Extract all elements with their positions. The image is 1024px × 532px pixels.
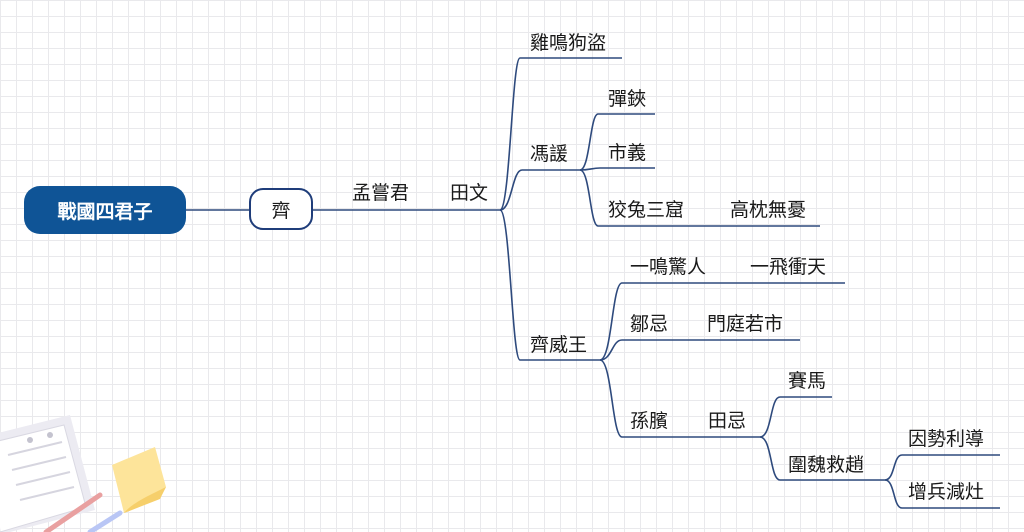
edge-person-c (499, 209, 600, 361)
node-c3-a[interactable]: 孫臏 (630, 410, 669, 432)
person-name[interactable]: 孟嘗君 (352, 182, 410, 204)
decorative-notebook-illustration (0, 415, 166, 532)
edge-c32-1 (884, 454, 1000, 481)
node-c1-b[interactable]: 一飛衝天 (750, 256, 827, 278)
node-c3-leaf-1[interactable]: 因勢利導 (908, 428, 985, 450)
node-b-child-1[interactable]: 彈鋏 (608, 88, 647, 110)
node-c1-a[interactable]: 一鳴驚人 (630, 256, 707, 278)
node-c3-sub1[interactable]: 賽馬 (788, 370, 827, 392)
state-node[interactable]: 齊 (249, 188, 313, 230)
node-b-child-4[interactable]: 高枕無憂 (730, 199, 807, 221)
node-feng-xuan[interactable]: 馮諼 (530, 143, 569, 165)
node-c3-leaf-2[interactable]: 增兵減灶 (908, 481, 985, 503)
edge-person-b (499, 169, 580, 211)
node-c3-sub2[interactable]: 圍魏救趙 (788, 454, 865, 476)
node-c2-a[interactable]: 鄒忌 (630, 313, 669, 335)
root-node[interactable]: 戰國四君子 (24, 186, 186, 234)
edge-b-3 (579, 169, 820, 227)
edge-c-1 (599, 282, 845, 361)
sticky-note-icon (112, 447, 166, 513)
edge-c32-2 (884, 479, 1000, 509)
node-c3-b[interactable]: 田忌 (708, 410, 747, 432)
node-b-child-2[interactable]: 市義 (608, 142, 647, 164)
edge-person-a (499, 57, 622, 211)
node-c2-b[interactable]: 門庭若市 (707, 313, 784, 335)
edge-c3-2 (759, 436, 885, 481)
notebook-icon (0, 415, 95, 532)
edge-c3-1 (759, 396, 832, 438)
edge-c-3 (599, 359, 760, 438)
edge-c-2 (599, 339, 800, 361)
pencil-icon (43, 492, 123, 532)
person-alias[interactable]: 田文 (450, 182, 489, 204)
edge-b-1 (579, 113, 655, 171)
edge-b-2 (579, 167, 655, 171)
node-jiming-goudao[interactable]: 雞鳴狗盜 (530, 32, 607, 54)
node-qi-weiwang[interactable]: 齊威王 (530, 334, 588, 356)
node-b-child-3[interactable]: 狡兔三窟 (608, 199, 685, 221)
